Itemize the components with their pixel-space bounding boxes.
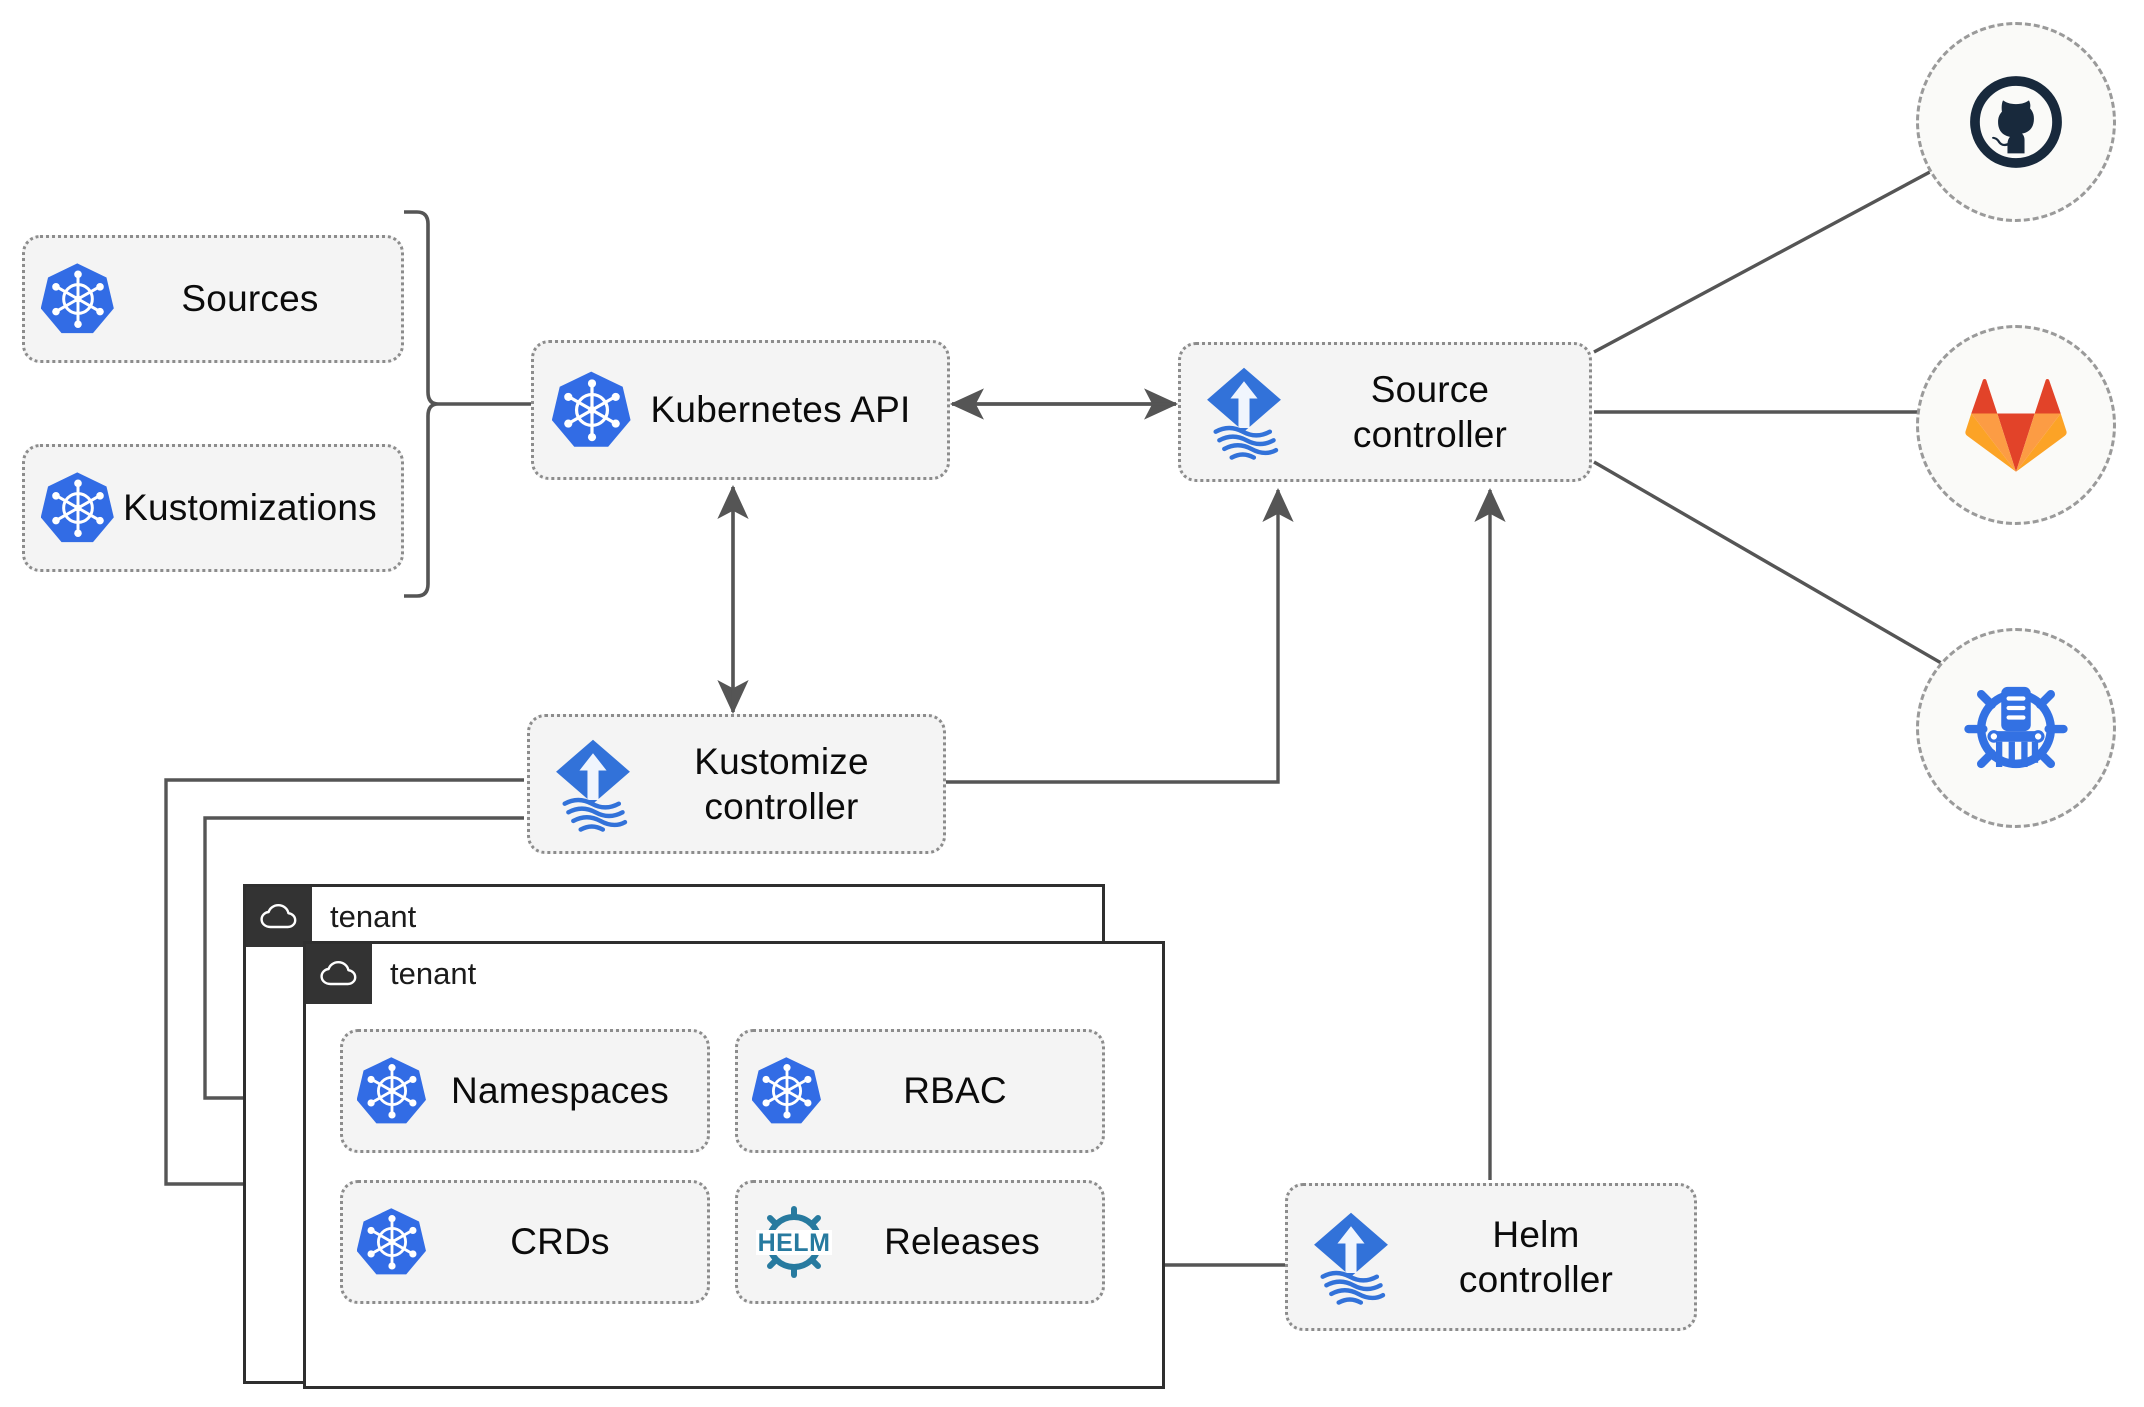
- node-label: Kustomizations: [123, 487, 377, 529]
- node-label: Sources: [181, 278, 319, 320]
- node-label: Namespaces: [451, 1070, 669, 1112]
- tenant-container-front: tenant: [303, 941, 1165, 1389]
- node-releases[interactable]: HELM Releases: [735, 1180, 1105, 1304]
- node-kubernetes-api[interactable]: Kubernetes API: [531, 340, 950, 480]
- gitlab-icon: [1965, 379, 2067, 472]
- node-rbac[interactable]: RBAC: [735, 1029, 1105, 1153]
- kubernetes-icon: [41, 260, 115, 338]
- external-source-helm-repository[interactable]: [1916, 628, 2116, 828]
- node-helm-controller[interactable]: Helm controller: [1285, 1183, 1697, 1331]
- node-label: Helm controller: [1458, 1213, 1614, 1300]
- kubernetes-icon: [752, 1054, 822, 1128]
- kubernetes-icon: [357, 1054, 427, 1128]
- kubernetes-icon: [41, 469, 115, 547]
- svg-text:HELM: HELM: [758, 1229, 831, 1257]
- tenant-label: tenant: [390, 956, 477, 991]
- kubernetes-icon: [357, 1205, 427, 1279]
- node-label: Kustomize controller: [694, 740, 869, 827]
- node-label: RBAC: [903, 1070, 1007, 1112]
- node-source-controller[interactable]: Source controller: [1178, 342, 1592, 482]
- group-bracket: [404, 210, 439, 598]
- node-label: CRDs: [510, 1221, 610, 1263]
- node-kustomize-controller[interactable]: Kustomize controller: [527, 714, 946, 854]
- github-icon: [1970, 76, 2062, 168]
- node-label: Source controller: [1352, 368, 1508, 455]
- helm-repository-icon: [1964, 686, 2068, 769]
- external-source-gitlab[interactable]: [1916, 325, 2116, 525]
- flux-icon: [1306, 1209, 1396, 1305]
- cloud-icon: [246, 887, 312, 947]
- node-kustomizations[interactable]: Kustomizations: [22, 444, 404, 572]
- node-namespaces[interactable]: Namespaces: [340, 1029, 710, 1153]
- flux-icon: [548, 736, 638, 832]
- flux-icon: [1199, 364, 1289, 460]
- kubernetes-icon: [552, 368, 632, 452]
- tenant-label: tenant: [330, 899, 417, 934]
- node-crds[interactable]: CRDs: [340, 1180, 710, 1304]
- wire-kustomize-to-source: [944, 487, 1294, 784]
- node-label: Releases: [884, 1221, 1040, 1263]
- external-source-github[interactable]: [1916, 22, 2116, 222]
- cloud-icon: [306, 944, 372, 1004]
- node-label: Kubernetes API: [650, 389, 911, 431]
- node-sources[interactable]: Sources: [22, 235, 404, 363]
- helm-icon: HELM: [752, 1202, 836, 1282]
